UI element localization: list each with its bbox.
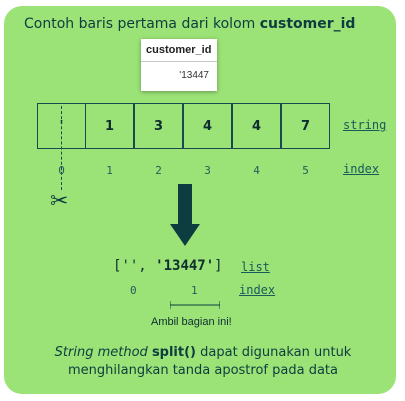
- title-prefix: Contoh baris pertama dari kolom: [24, 16, 260, 32]
- list-label: list: [241, 260, 270, 274]
- scissors-icon: ✂: [50, 189, 69, 214]
- arrow-down-icon: [170, 184, 200, 246]
- footer-line-2: menghilangkan tanda apostrof pada data: [68, 363, 338, 378]
- string-cell: 7: [281, 103, 330, 149]
- string-label: string: [343, 118, 387, 132]
- index-value: 0: [58, 164, 65, 177]
- list-item-number: '13447': [155, 258, 215, 274]
- string-cell: 4: [183, 103, 232, 149]
- list-index-label: index: [239, 283, 276, 297]
- footer-method-name: split(): [151, 345, 196, 360]
- list-open-bracket: [: [113, 258, 122, 274]
- index-value: 5: [302, 164, 309, 177]
- string-cell: 1: [85, 103, 134, 149]
- index-label: index: [343, 162, 380, 176]
- cut-line: [61, 106, 62, 190]
- index-value: 4: [253, 164, 260, 177]
- string-cell: 4: [232, 103, 281, 149]
- footer-method-italic: String method: [54, 345, 148, 360]
- list-close-bracket: ]: [214, 258, 223, 274]
- split-result: ['', '13447']: [113, 258, 223, 274]
- footer-line-1: String method split() dapat digunakan un…: [20, 344, 386, 362]
- index-value: 1: [106, 164, 113, 177]
- title-column-name: customer_id: [259, 16, 356, 32]
- list-item-empty: '': [121, 258, 139, 274]
- string-cell: 3: [134, 103, 183, 149]
- footer-line1-rest: dapat digunakan untuk: [196, 345, 352, 360]
- column-header: customer_id: [141, 39, 217, 62]
- column-value: '13447: [179, 70, 209, 81]
- column-preview-popup: customer_id '13447: [141, 39, 217, 91]
- index-value: 2: [155, 164, 162, 177]
- take-this-part-note: Ambil bagian ini!: [151, 316, 232, 328]
- footer-caption: String method split() dapat digunakan un…: [20, 344, 386, 380]
- list-index-value: 1: [191, 284, 198, 297]
- list-index-value: 0: [130, 284, 137, 297]
- list-separator: ,: [138, 258, 156, 274]
- index-value: 3: [204, 164, 211, 177]
- selection-bracket: [170, 301, 220, 309]
- diagram-title: Contoh baris pertama dari kolom customer…: [24, 16, 384, 32]
